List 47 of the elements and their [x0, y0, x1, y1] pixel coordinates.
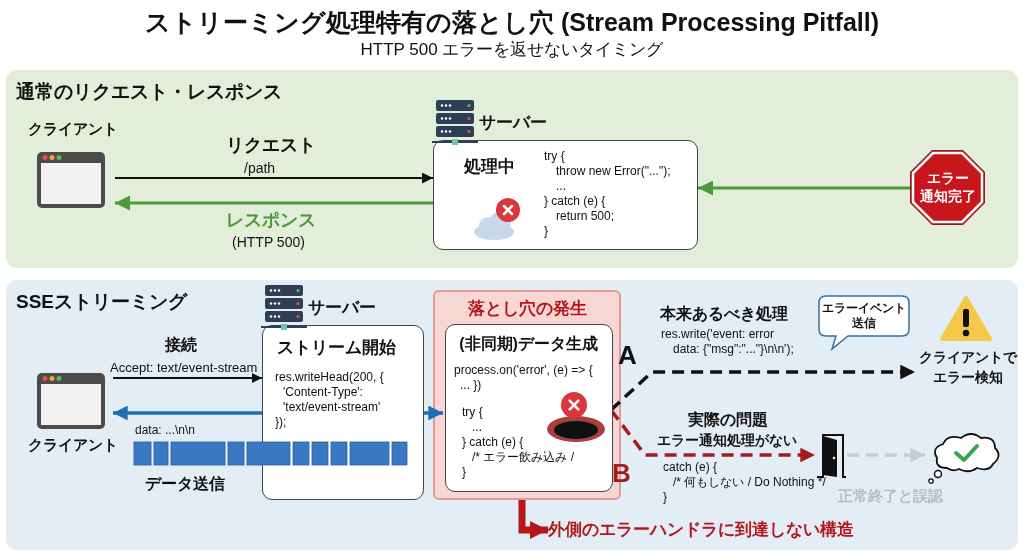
client-label: クライアント: [28, 436, 118, 455]
section-heading: 通常のリクエスト・レスポンス: [16, 80, 282, 104]
edge-label: レスポンス: [226, 209, 316, 232]
section-heading: SSEストリーミング: [16, 290, 188, 314]
annotation-text: データ送信: [145, 474, 225, 494]
arrow: [113, 405, 262, 421]
section-panel: [6, 280, 1018, 550]
edge-label: Accept: text/event-stream: [110, 360, 258, 375]
box-title: ストリーム開始: [277, 337, 396, 359]
annotation-text: エラー通知処理がない: [657, 432, 797, 450]
edge-label: リクエスト: [226, 134, 316, 157]
arrow: [112, 373, 263, 383]
code-snippet: res.writeHead(200, { 'Content-Type': 'text/event-stream' });: [275, 370, 384, 430]
stop-sign: [910, 150, 985, 225]
panel-heading: 落とし穴の発生: [466, 298, 588, 320]
arrow: [424, 405, 443, 421]
box-title: (非同期)データ生成: [458, 334, 599, 354]
arrow: [115, 172, 433, 184]
box-title: 処理中: [464, 156, 515, 178]
code-snippet: data: ...\n\n: [135, 423, 196, 437]
speech-bubble: [818, 295, 910, 350]
server-label: サーバー: [308, 297, 376, 319]
server-label: サーバー: [479, 112, 547, 134]
subtitle: HTTP 500 エラーを返せないタイミング: [359, 39, 665, 61]
code-snippet: try { ... } catch (e) { /* エラー飲み込み / }: [462, 405, 574, 480]
annotation-text: 実際の問題: [688, 410, 768, 430]
arrow: [698, 180, 910, 196]
bubble-text: エラーイベント送信: [821, 301, 907, 331]
sign-text: エラー通知完了: [918, 169, 977, 205]
diagram-title: ストリーミング処理特有の落とし穴 (Stream Processing Pitfall): [143, 7, 881, 38]
path-label: /path: [244, 160, 276, 176]
edge-label: B: [612, 458, 631, 489]
status-text: クライアントでエラー検知: [917, 348, 1019, 387]
annotation-text: 接続: [165, 335, 197, 355]
callout-text: 外側のエラーハンドラに到達しない構造: [548, 518, 878, 544]
section-panel: [6, 70, 1018, 268]
arrow: [115, 195, 433, 211]
arrow: [847, 447, 925, 463]
status-label: (HTTP 500): [232, 234, 305, 250]
process-box: [445, 324, 613, 492]
code-snippet: res.write('event: error data: {"msg":"..."}\n\n');: [661, 327, 794, 357]
edge-label: A: [618, 340, 637, 371]
code-snippet: process.on('error', (e) => { ... }): [454, 363, 593, 393]
annotation-text: 本来あるべき処理: [660, 304, 788, 324]
code-snippet: catch (e) { /* 何もしない / Do Nothing */ }: [663, 460, 826, 505]
client-label: クライアント: [28, 120, 118, 139]
code-snippet: try { throw new Error("..."); ... } catch (e) { return 500; }: [544, 149, 671, 239]
